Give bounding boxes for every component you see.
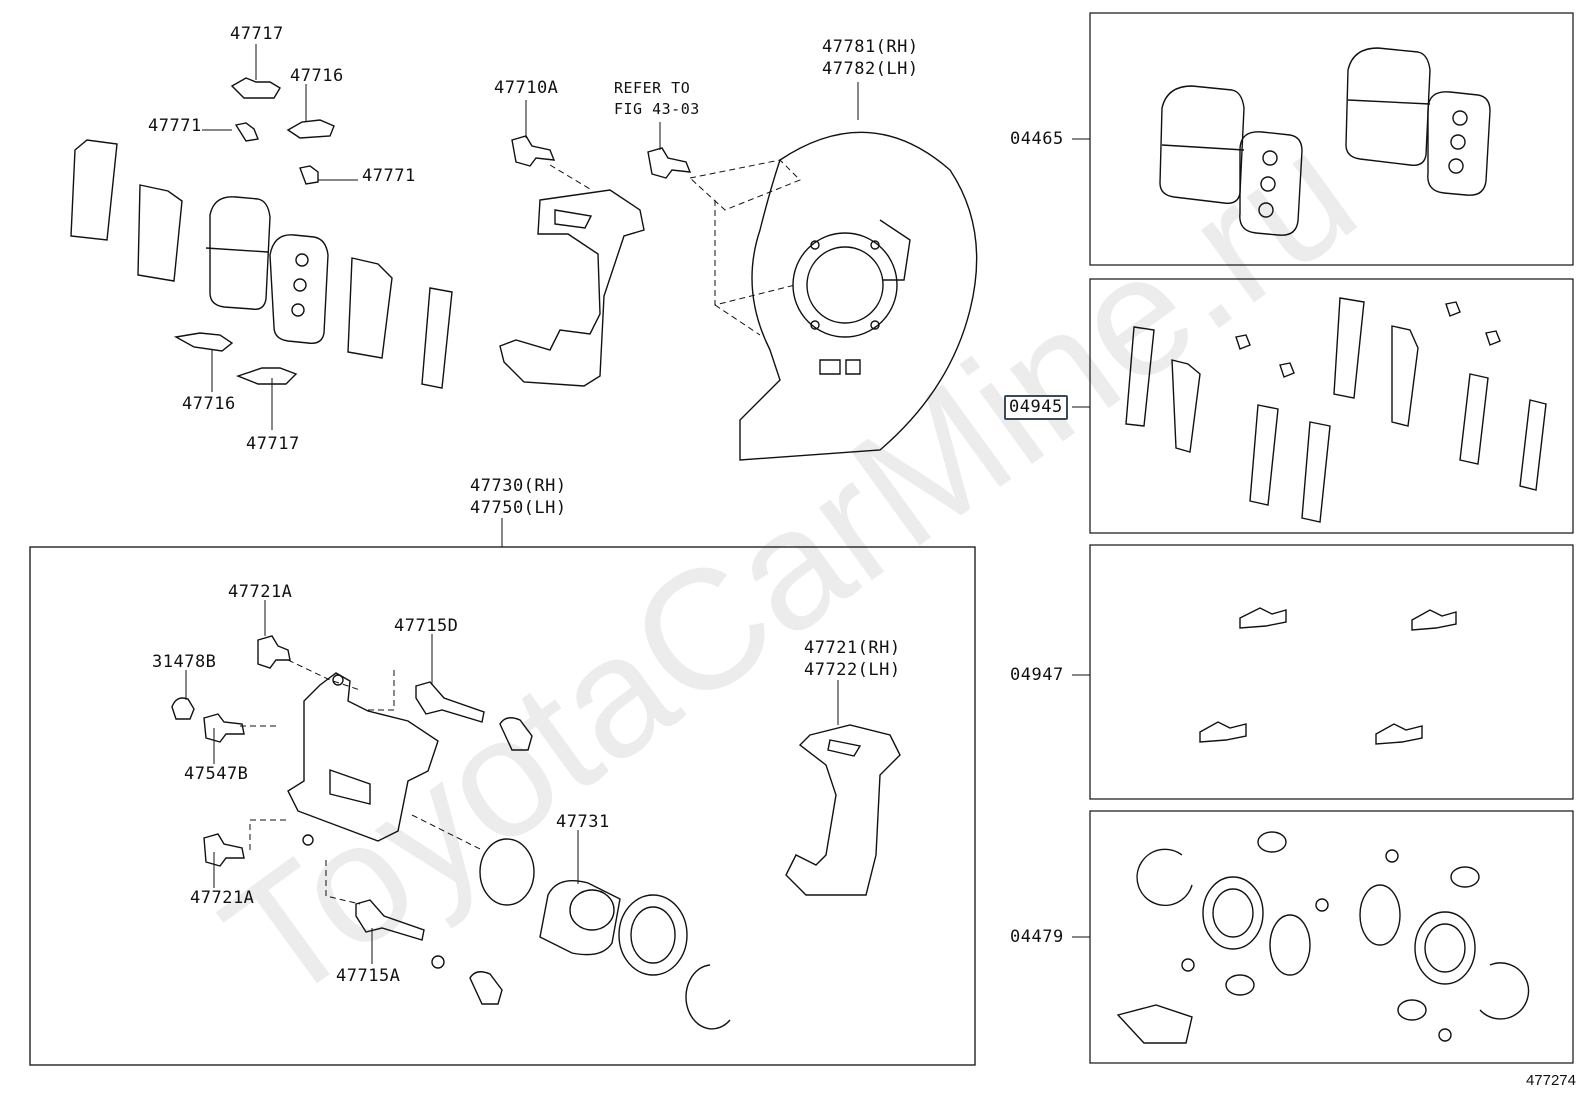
refer-note-line1: REFER TO xyxy=(614,79,691,97)
bleeder-plug-icon xyxy=(171,635,291,867)
pad-clip-icon xyxy=(173,77,335,385)
kit-label-04479[interactable]: 04479 xyxy=(1010,927,1064,947)
part-label-47782[interactable]: 47782(LH) xyxy=(822,59,919,79)
part-label-47781[interactable]: 47781(RH) xyxy=(822,37,919,57)
bolt-icon xyxy=(511,135,692,179)
part-label-47730[interactable]: 47730(RH) xyxy=(470,476,567,496)
part-label-47721A[interactable]: 47721A xyxy=(190,888,255,908)
kit-label-04465[interactable]: 04465 xyxy=(1010,129,1064,149)
boot-icon xyxy=(431,717,533,1005)
shim-set-icon xyxy=(1125,297,1547,523)
part-label-47771[interactable]: 47771 xyxy=(148,116,202,136)
part-label-47721A[interactable]: 47721A xyxy=(228,582,293,602)
part-label-47721[interactable]: 47721(RH) xyxy=(804,638,901,658)
part-label-47722[interactable]: 47722(LH) xyxy=(804,660,901,680)
pad-assembly-icon xyxy=(70,139,453,389)
kit-box-04945 xyxy=(1089,278,1574,534)
anti-squeal-clip-icon xyxy=(1199,607,1457,745)
part-label-47717[interactable]: 47717 xyxy=(246,434,300,454)
part-label-47715A[interactable]: 47715A xyxy=(336,966,401,986)
piston-icon xyxy=(479,838,731,1030)
caliper-bracket-icon xyxy=(785,724,901,896)
part-label-47771[interactable]: 47771 xyxy=(362,166,416,186)
figure-id: 477274 xyxy=(1525,1072,1576,1089)
part-label-47750[interactable]: 47750(LH) xyxy=(470,498,567,518)
part-label-31478B[interactable]: 31478B xyxy=(152,652,217,672)
pad-set-icon xyxy=(1159,47,1491,236)
part-label-47716[interactable]: 47716 xyxy=(182,394,236,414)
kit-box-04479 xyxy=(1089,810,1574,1064)
part-label-47716[interactable]: 47716 xyxy=(290,66,344,86)
part-label-47710A[interactable]: 47710A xyxy=(494,78,559,98)
cylinder-body-icon xyxy=(287,672,439,846)
clip-icon xyxy=(1235,301,1501,378)
part-label-47717[interactable]: 47717 xyxy=(230,24,284,44)
kit-label-04945-selected[interactable]: 04945 xyxy=(1004,395,1068,420)
kit-box-04947 xyxy=(1089,544,1574,800)
refer-note-link[interactable]: FIG 43-03 xyxy=(614,100,700,118)
part-label-47731[interactable]: 47731 xyxy=(556,812,610,832)
caliper-assembly-box xyxy=(29,546,976,1066)
seal-kit-icon xyxy=(1116,831,1530,1044)
disc-brake-dust-cover-icon xyxy=(739,131,978,461)
part-label-47547B[interactable]: 47547B xyxy=(184,764,249,784)
kit-label-04947[interactable]: 04947 xyxy=(1010,665,1064,685)
kit-box-04465 xyxy=(1089,12,1574,266)
caliper-mounting-bracket-icon xyxy=(499,189,645,387)
slide-pin-icon xyxy=(355,681,485,941)
part-label-47715D[interactable]: 47715D xyxy=(394,616,459,636)
